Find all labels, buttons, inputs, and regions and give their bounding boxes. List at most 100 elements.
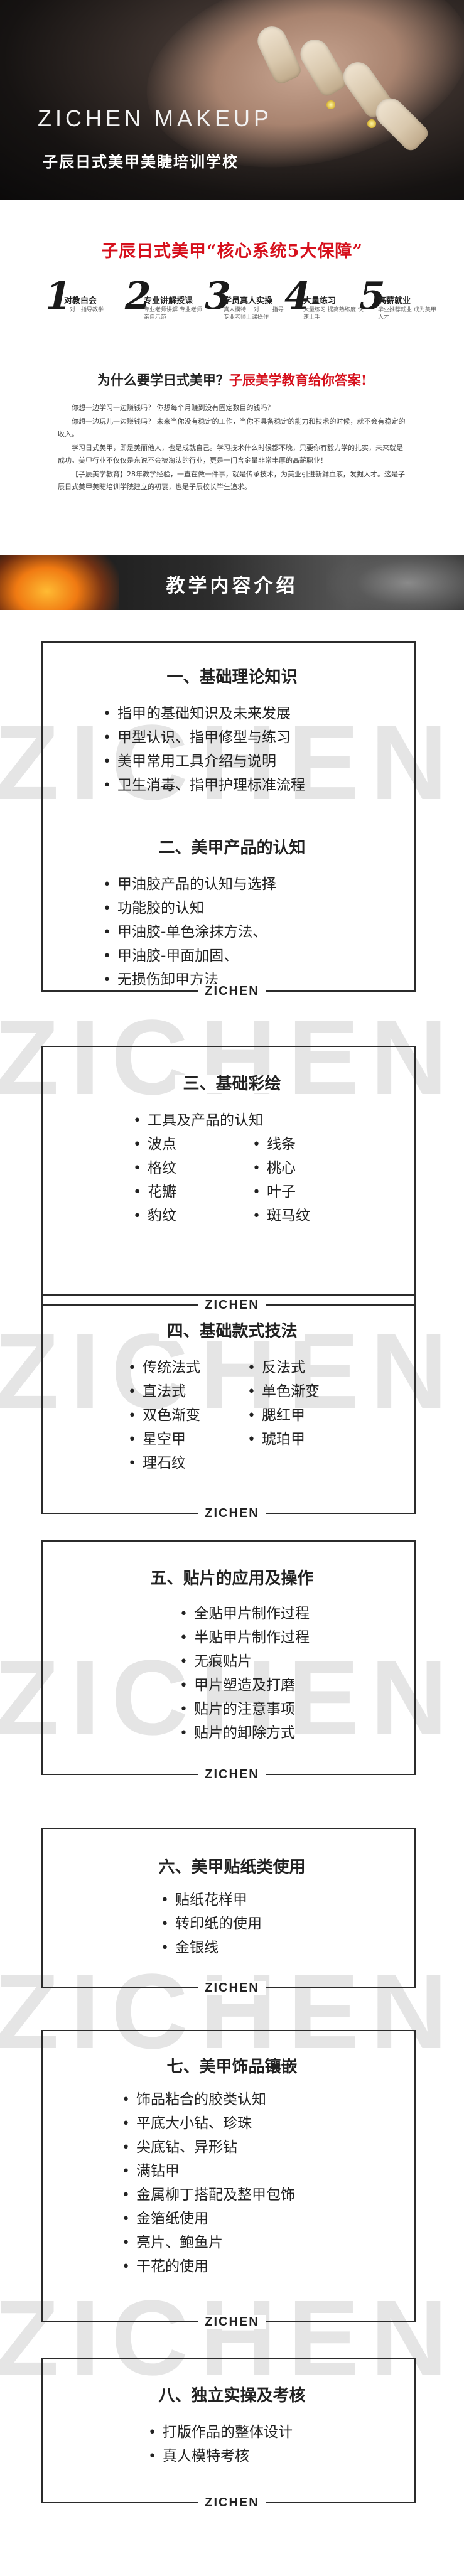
list-item: 星空甲 <box>128 1427 247 1451</box>
list-item: 斑马纹 <box>252 1204 372 1228</box>
section-title: 五、贴片的应用及操作 <box>0 1565 464 1589</box>
list-item: 桃心 <box>252 1156 372 1180</box>
why-title-answer: 子辰美学教育给你答案! <box>229 372 367 388</box>
guarantee-step: 1 对教白会 一对一指导教学 <box>45 277 121 331</box>
section-title: 四、基础款式技法 <box>0 1318 464 1341</box>
watermark-text: ZICHEN <box>0 1952 459 2071</box>
nail-decoration-icon <box>367 119 376 128</box>
brand-logo: ZICHEN <box>0 1298 464 1312</box>
intro-paragraph: 学习日式美甲，即是美丽他人，也是成就自己。学习技术什么时候都不晚，只要你有毅力学… <box>58 444 403 464</box>
list-item: 甲油胶-甲面加固、 <box>103 944 276 968</box>
list-item: 金属柳丁搭配及整甲包饰 <box>122 2183 295 2207</box>
list-item: 满钻甲 <box>122 2159 295 2183</box>
step-title: 高薪就业 <box>378 296 411 306</box>
list-item: 美甲常用工具介绍与说明 <box>103 749 305 773</box>
section-grid: 波点线条 格纹桃心 花瓣叶子 豹纹斑马纹 <box>133 1132 384 1228</box>
section-title: 三、基础彩绘 <box>0 1071 464 1094</box>
step-number: 3 <box>205 274 231 318</box>
list-item: 金银线 <box>161 1936 262 1960</box>
section-list: 饰品粘合的胶类认知 平底大小钻、珍珠 尖底钻、异形钻 满钻甲 金属柳丁搭配及整甲… <box>122 2088 295 2278</box>
section-list: 甲油胶产品的认知与选择 功能胶的认知 甲油胶-单色涂抹方法、 甲油胶-甲面加固、… <box>103 872 276 992</box>
school-name: 子辰日式美甲美睫培训学校 <box>43 153 239 171</box>
step-subtitle: 毕业推荐就业 成为美甲人才 <box>378 307 436 321</box>
list-item: 转印纸的使用 <box>161 1912 262 1936</box>
section-title: 八、独立实操及考核 <box>0 2383 464 2406</box>
guarantee-title: 子辰日式美甲“核心系统5大保障” <box>101 242 363 261</box>
list-item: 半贴甲片制作过程 <box>180 1626 310 1650</box>
list-item: 传统法式 <box>128 1356 247 1380</box>
brand-logo: ZICHEN <box>0 984 464 999</box>
list-item: 双色渐变 <box>128 1403 247 1427</box>
section-list: 打版作品的整体设计 真人模特考核 <box>148 2420 293 2468</box>
list-item: 打版作品的整体设计 <box>148 2420 293 2444</box>
brand-logo: ZICHEN <box>0 1768 464 1782</box>
section-list: 贴纸花样甲 转印纸的使用 金银线 <box>161 1888 262 1960</box>
list-item: 豹纹 <box>133 1204 252 1228</box>
list-item: 波点 <box>133 1132 252 1156</box>
list-item: 功能胶的认知 <box>103 896 276 920</box>
list-item: 金箔纸使用 <box>122 2207 295 2231</box>
list-item: 无痕贴片 <box>180 1650 310 1673</box>
list-item: 甲油胶-单色涂抹方法、 <box>103 920 276 944</box>
step-title: 对教白会 <box>64 296 97 306</box>
hero-banner: ZICHEN MAKEUP 子辰日式美甲美睫培训学校 <box>0 0 464 200</box>
intro-text: 你想一边学习一边赚钱吗？ 你想每个月赚到没有固定数目的钱吗？ 你想一边玩儿一边赚… <box>58 402 409 495</box>
section-list: 工具及产品的认知 <box>133 1108 263 1132</box>
step-number: 4 <box>284 274 311 318</box>
brand-logo-text: ZICHEN MAKEUP <box>38 105 273 131</box>
intro-paragraph: 你想一边学习一边赚钱吗？ 你想每个月赚到没有固定数目的钱吗？ <box>72 404 274 412</box>
watermark-text: ZICHEN <box>0 2278 459 2398</box>
list-item: 尖底钻、异形钻 <box>122 2135 295 2159</box>
section-title: 一、基础理论知识 <box>0 664 464 687</box>
step-subtitle: 真人模特 一对一 一指导专业老师上课操作 <box>224 307 284 321</box>
list-item: 干花的使用 <box>122 2255 295 2278</box>
brand-logo: ZICHEN <box>0 2496 464 2510</box>
section-title: 六、美甲贴纸类使用 <box>0 1854 464 1877</box>
brand-logo: ZICHEN <box>0 1506 464 1521</box>
brand-logo: ZICHEN <box>0 1981 464 1995</box>
list-item: 单色渐变 <box>247 1380 367 1403</box>
list-item: 格纹 <box>133 1156 252 1180</box>
step-title: 专业讲解授课 <box>144 296 193 306</box>
list-item: 平底大小钻、珍珠 <box>122 2112 295 2135</box>
list-item: 亮片、鲍鱼片 <box>122 2231 295 2255</box>
list-item: 贴纸花样甲 <box>161 1888 262 1912</box>
step-title: 学员真人实操 <box>224 296 273 306</box>
step-subtitle: 专业老师讲解 专业老师亲自示范 <box>144 307 202 321</box>
intro-paragraph: 【子辰美学教育】28年教学经验，一直在做一件事，就是传承技术，为美业引进新鲜血液… <box>58 470 405 491</box>
intro-paragraph: 你想一边玩儿一边赚钱吗？ 未来当你没有稳定的工作，当你不具备稳定的能力和技术的时… <box>58 417 406 438</box>
nail-decoration-icon <box>326 100 335 109</box>
step-number: 2 <box>125 274 151 318</box>
guarantee-steps: 1 对教白会 一对一指导教学 2 专业讲解授课 专业老师讲解 专业老师亲自示范 … <box>45 277 436 331</box>
list-item: 腮红甲 <box>247 1403 367 1427</box>
list-item: 花瓣 <box>133 1180 252 1204</box>
list-item: 反法式 <box>247 1356 367 1380</box>
guarantee-step: 3 学员真人实操 真人模特 一对一 一指导专业老师上课操作 <box>205 277 284 331</box>
guarantee-step: 4 大量练习 大量练习 提高熟练度 快速上手 <box>284 277 364 331</box>
section-banner: 教学内容介绍 <box>0 555 464 610</box>
list-item: 甲型认识、指甲修型与练习 <box>103 726 305 749</box>
section-title: 二、美甲产品的认知 <box>0 835 464 858</box>
step-number: 1 <box>45 274 72 318</box>
why-title-question: 为什么要学日式美甲？ <box>97 372 229 388</box>
list-item: 全贴甲片制作过程 <box>180 1602 310 1626</box>
step-title: 大量练习 <box>303 296 337 306</box>
hand-photo <box>326 555 464 610</box>
guarantee-step: 5 高薪就业 毕业推荐就业 成为美甲人才 <box>359 277 436 331</box>
section-list: 指甲的基础知识及未来发展 甲型认识、指甲修型与练习 美甲常用工具介绍与说明 卫生… <box>103 702 305 797</box>
brand-logo: ZICHEN <box>0 2315 464 2329</box>
list-item: 贴片的注意事项 <box>180 1697 310 1721</box>
guarantee-step: 2 专业讲解授课 专业老师讲解 专业老师亲自示范 <box>125 277 202 331</box>
list-item: 线条 <box>252 1132 372 1156</box>
list-item: 甲片塑造及打磨 <box>180 1673 310 1697</box>
list-item: 真人模特考核 <box>148 2444 293 2468</box>
step-subtitle: 大量练习 提高熟练度 快速上手 <box>303 307 364 321</box>
list-item: 理石纹 <box>128 1451 247 1475</box>
list-item: 直法式 <box>128 1380 247 1403</box>
section-grid: 传统法式反法式 直法式单色渐变 双色渐变腮红甲 星空甲琥珀甲 理石纹 <box>128 1356 392 1475</box>
step-number: 5 <box>359 274 386 318</box>
why-title: 为什么要学日式美甲？子辰美学教育给你答案! <box>0 370 464 389</box>
section-title: 七、美甲饰品镶嵌 <box>0 2054 464 2077</box>
list-item: 卫生消毒、指甲护理标准流程 <box>103 773 305 797</box>
list-item: 工具及产品的认知 <box>133 1108 263 1132</box>
